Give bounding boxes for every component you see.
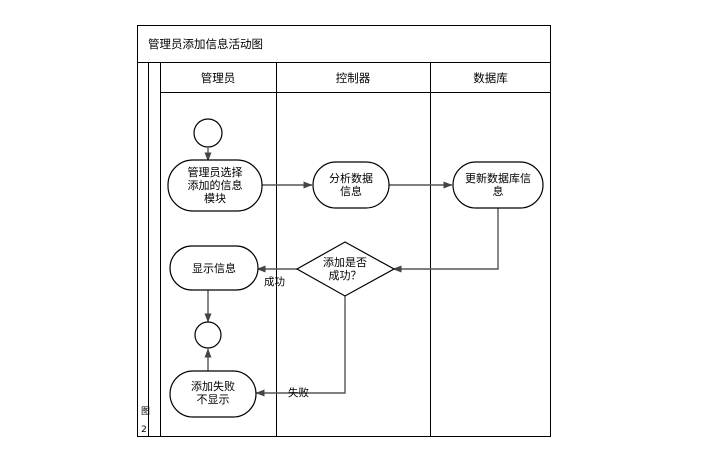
edge-decision-fail — [255, 295, 346, 397]
lane-header-controller: 控制器 — [335, 71, 371, 85]
activity-update-db[interactable] — [452, 161, 544, 209]
diagram-title: 管理员添加信息活动图 — [148, 37, 263, 51]
lane-header-database: 数据库 — [473, 71, 508, 85]
activity-add-failed[interactable] — [169, 370, 257, 418]
edge-update-to-decision — [392, 205, 499, 273]
decision-add-success[interactable] — [295, 241, 396, 297]
margin-caption: 图 2 — [139, 406, 149, 435]
start-node[interactable] — [193, 118, 223, 148]
merge-node[interactable] — [194, 321, 222, 349]
activity-analyze-data[interactable] — [312, 161, 390, 209]
edge-label-success: 成功 — [264, 276, 285, 288]
edge-label-fail: 失败 — [288, 387, 309, 399]
diagram-frame — [137, 25, 551, 437]
lane-header-admin: 管理员 — [200, 71, 236, 85]
swimlane-container — [160, 62, 551, 437]
activity-show-info[interactable] — [169, 245, 259, 291]
activity-select-module[interactable] — [167, 159, 263, 212]
